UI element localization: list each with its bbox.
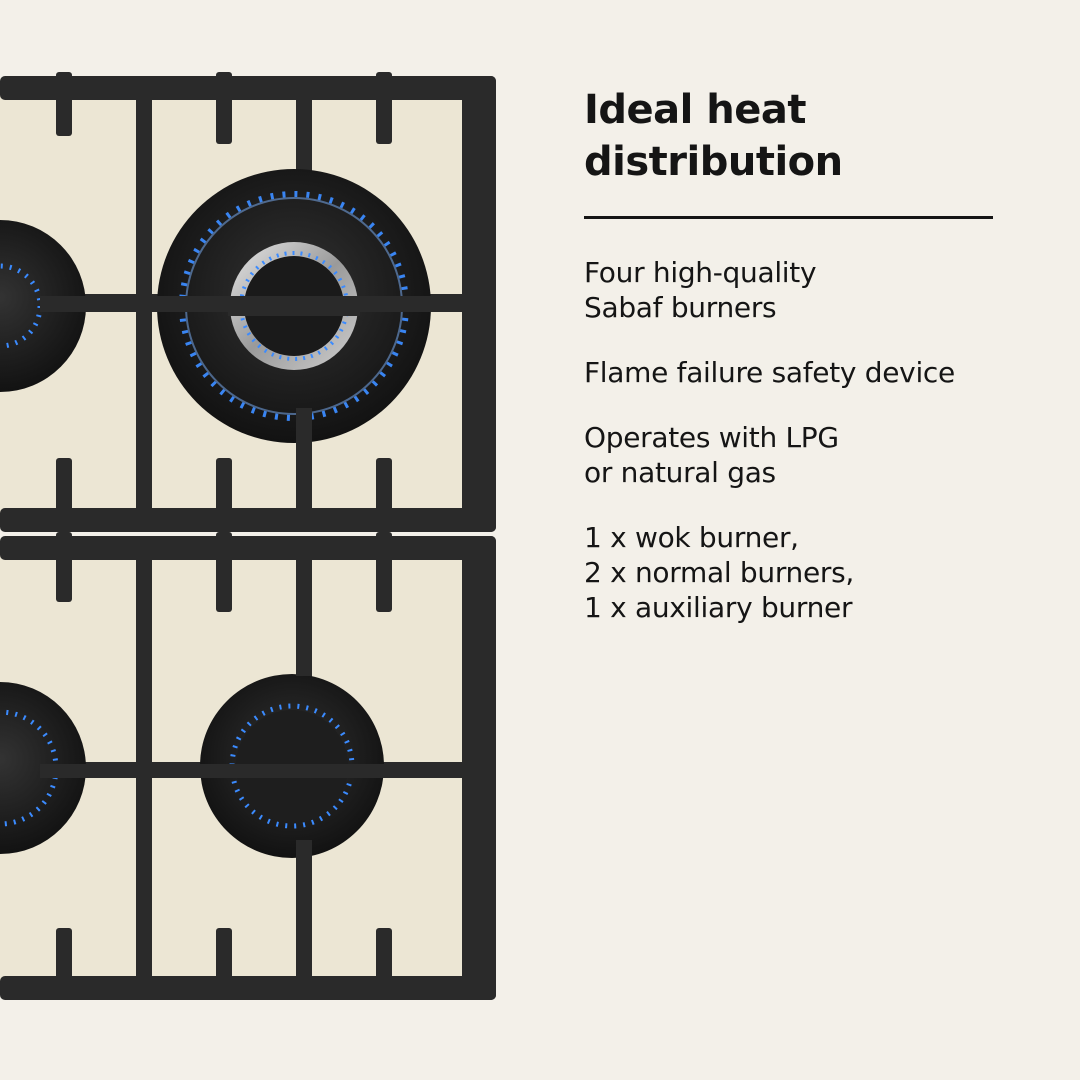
gas-hob-illustration bbox=[0, 72, 496, 1000]
feature-line: or natural gas bbox=[584, 456, 776, 489]
feature-line: 1 x wok burner, bbox=[584, 521, 799, 554]
feature-safety: Flame failure safety device bbox=[584, 355, 1004, 390]
headline-line-2: distribution bbox=[584, 139, 843, 185]
feature-burner-types: 1 x wok burner, 2 x normal burners, 1 x … bbox=[584, 520, 1004, 625]
feature-line: 2 x normal burners, bbox=[584, 556, 855, 589]
feature-line: 1 x auxiliary burner bbox=[584, 591, 853, 624]
grate-bars-overlay bbox=[40, 296, 496, 1000]
headline-line-1: Ideal heat bbox=[584, 87, 807, 133]
feature-line: Four high-quality bbox=[584, 256, 817, 289]
divider bbox=[584, 216, 993, 219]
feature-panel: Ideal heat distribution Four high-qualit… bbox=[584, 84, 1004, 655]
feature-gas-type: Operates with LPG or natural gas bbox=[584, 420, 1004, 490]
feature-line: Sabaf burners bbox=[584, 291, 777, 324]
feature-line: Operates with LPG bbox=[584, 421, 839, 454]
headline: Ideal heat distribution bbox=[584, 84, 1004, 188]
feature-burners: Four high-quality Sabaf burners bbox=[584, 255, 1004, 325]
feature-line: Flame failure safety device bbox=[584, 356, 955, 389]
